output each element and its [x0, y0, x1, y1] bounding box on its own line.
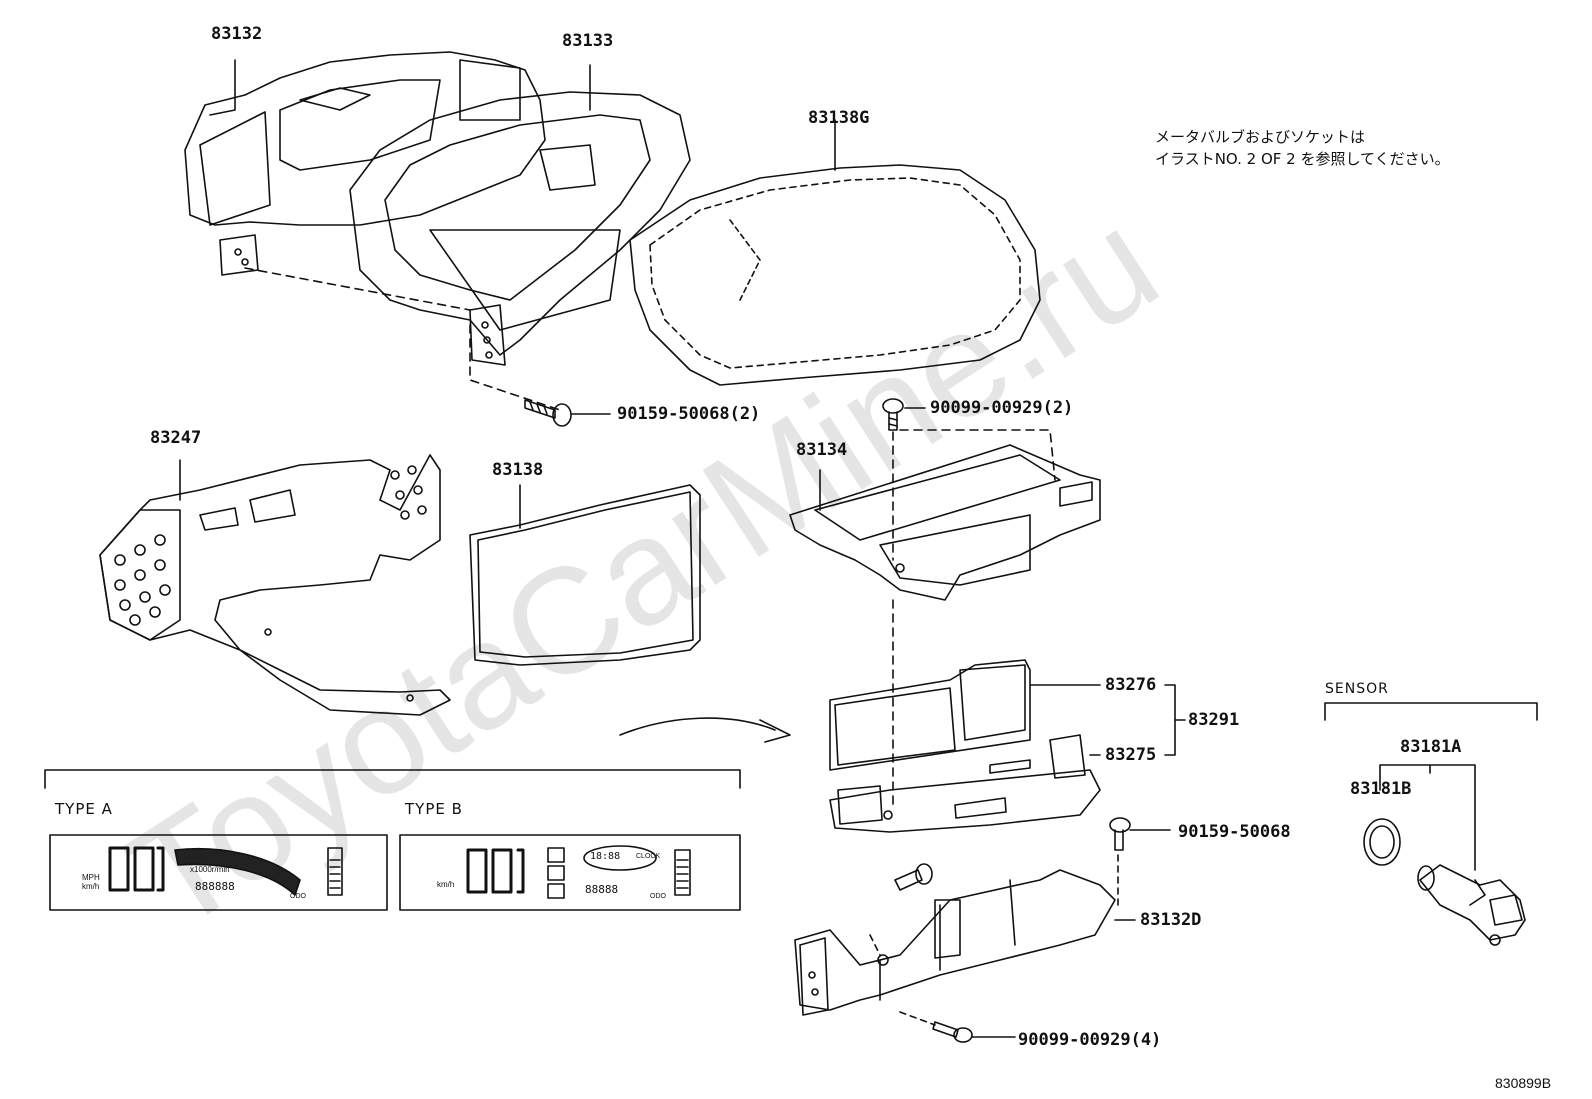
meter-board-83291	[829, 659, 1186, 833]
part-number-83181A: 83181A	[1400, 737, 1462, 757]
part-number-83291: 83291	[1188, 710, 1240, 730]
part-number-83132D: 83132D	[1140, 910, 1202, 930]
type-a-odometer: 888888	[195, 880, 235, 893]
part-number-90159-50068: 90159-50068	[1178, 822, 1291, 842]
meter-housing-83132	[184, 51, 546, 276]
screw-90159-top	[524, 399, 611, 427]
screw-90099-bottom	[899, 1011, 1016, 1043]
part-number-83138G: 83138G	[808, 108, 870, 128]
part-number-83138: 83138	[492, 460, 544, 480]
type-a-units: MPH km/h	[82, 873, 100, 891]
part-number-83181B: 83181B	[1350, 779, 1412, 799]
lower-case-83132D	[794, 869, 1136, 1016]
meter-bracket-83247	[99, 454, 451, 716]
part-number-90099-00929-2: 90099-00929(2)	[930, 398, 1074, 418]
speed-sensor-83181A	[1417, 864, 1526, 946]
assembly-line-2	[469, 324, 561, 411]
part-number-83132: 83132	[211, 24, 263, 44]
sensor-label: SENSOR	[1325, 681, 1389, 697]
type-b-label: TYPE B	[405, 800, 463, 818]
type-bracket	[44, 769, 741, 789]
part-number-83133: 83133	[562, 31, 614, 51]
part-number-83276: 83276	[1105, 675, 1157, 695]
screw-90159-right	[1109, 817, 1171, 906]
type-b-units: km/h	[437, 880, 455, 889]
part-number-83275: 83275	[1105, 745, 1157, 765]
assembly-line-1	[244, 267, 471, 311]
part-number-83247: 83247	[150, 428, 202, 448]
screw-lower-left	[894, 863, 933, 891]
o-ring-83181B	[1363, 818, 1401, 866]
type-b-clock: 18:88	[590, 851, 621, 862]
arrow-curve	[619, 717, 776, 736]
sensor-leader	[1379, 764, 1476, 871]
sensor-bracket	[1324, 702, 1538, 721]
meter-cover-83134	[789, 444, 1101, 811]
type-a-odo-label: ODO	[290, 893, 306, 900]
type-b-odo-label: ODO	[650, 893, 666, 900]
type-a-scale: x1000r/min	[190, 865, 230, 874]
meter-glass-frame-83138G	[629, 119, 1041, 386]
type-b-odometer: 88888	[585, 883, 619, 896]
illustration-ref-code: 830899B	[1495, 1075, 1552, 1091]
meter-bezel-83133	[349, 64, 691, 366]
type-b-display	[399, 834, 741, 911]
bulb-note: メータバルブおよびソケットは イラストNO. 2 OF 2 を参照してください。	[1155, 126, 1450, 170]
type-a-label: TYPE A	[55, 800, 113, 818]
type-b-clock-label: CLOCK	[636, 853, 661, 860]
arrow-head	[759, 719, 791, 743]
bulb-note-line-2: イラストNO. 2 OF 2 を参照してください。	[1155, 150, 1450, 168]
bulb-note-line-1: メータバルブおよびソケットは	[1155, 128, 1366, 146]
type-a-display	[49, 834, 388, 911]
part-number-83134: 83134	[796, 440, 848, 460]
part-number-90099-00929-4: 90099-00929(4)	[1018, 1030, 1162, 1050]
meter-glass-83138	[469, 484, 701, 666]
part-number-90159-50068-2: 90159-50068(2)	[617, 404, 761, 424]
